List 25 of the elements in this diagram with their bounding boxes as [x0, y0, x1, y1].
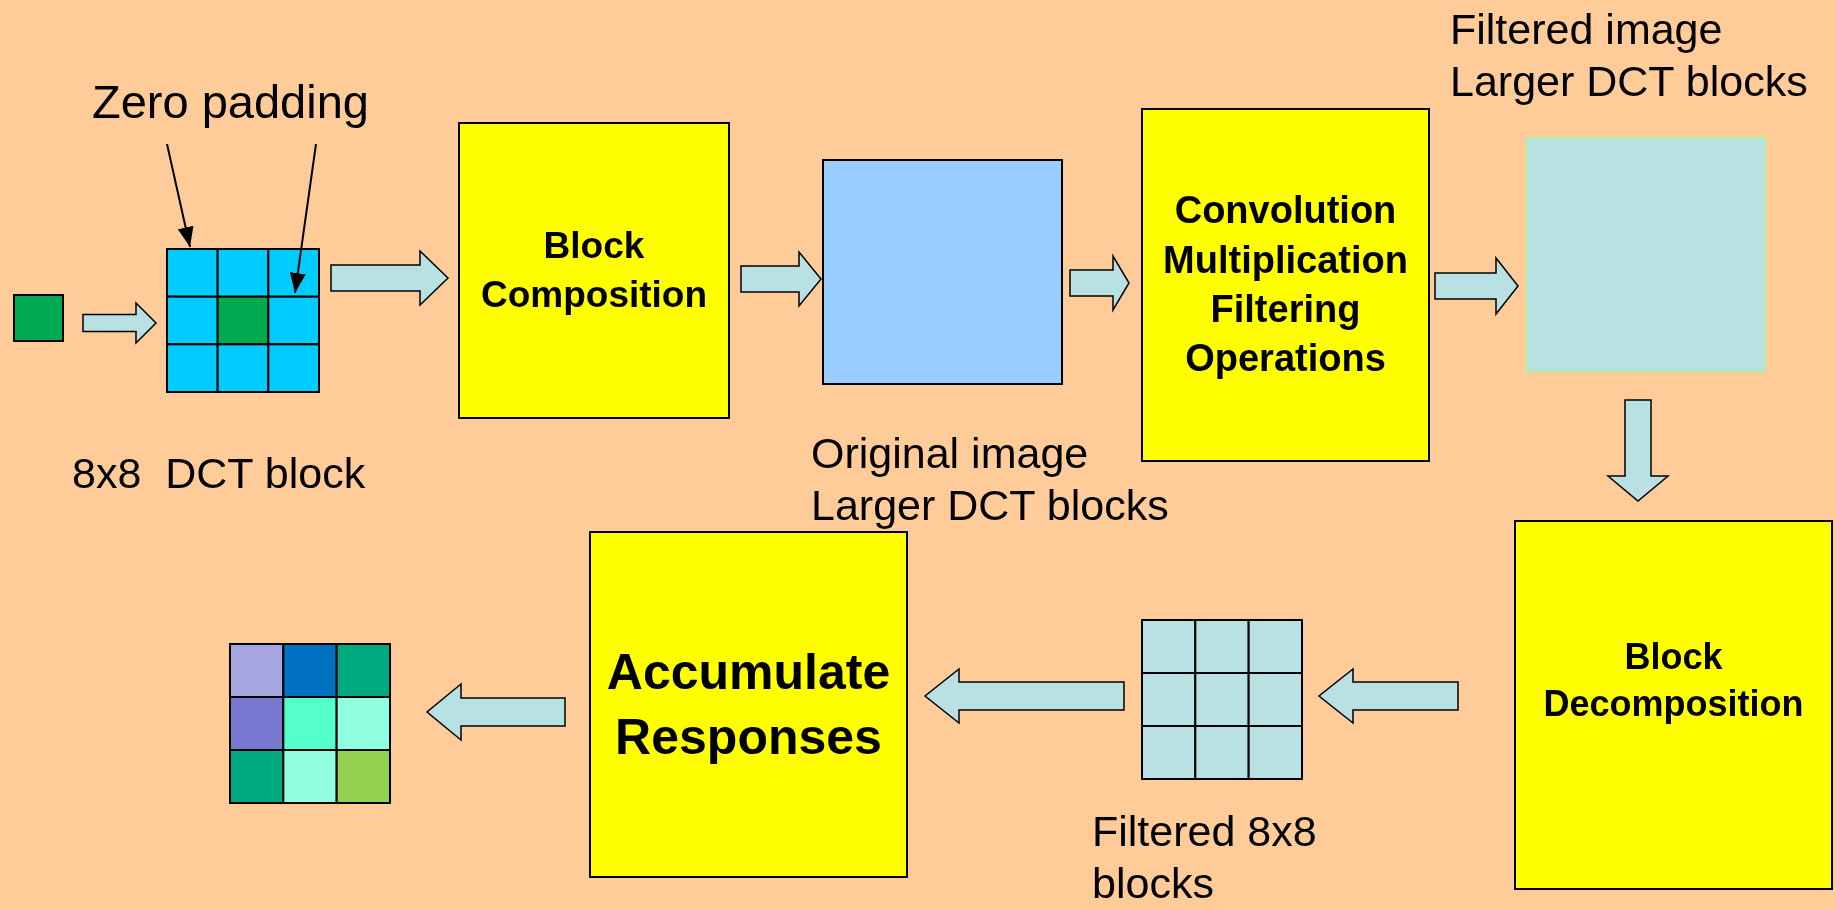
- image-block: [822, 159, 1063, 385]
- process-box: Block Composition: [458, 122, 730, 419]
- process-box: Convolution Multiplication Filtering Operations: [1141, 108, 1430, 462]
- square-block: [13, 294, 64, 342]
- block-arrow: [1317, 667, 1459, 725]
- image-block: [1526, 137, 1766, 372]
- process-box: Accumulate Responses: [589, 531, 908, 878]
- block-arrow: [1434, 255, 1519, 317]
- block-arrow: [740, 249, 822, 309]
- caption-text: Filtered image Larger DCT blocks: [1450, 4, 1809, 107]
- filtered-block-grid: [1141, 619, 1303, 780]
- caption-text: Filtered 8x8 blocks: [1092, 806, 1318, 909]
- leader-line: [289, 143, 317, 294]
- block-arrow: [923, 667, 1125, 725]
- block-arrow: [1069, 253, 1130, 313]
- block-arrow: [82, 301, 158, 345]
- zero-padding-label: Zero padding: [92, 74, 422, 144]
- block-arrow: [425, 682, 566, 742]
- block-arrow: [1605, 399, 1671, 502]
- block-arrow: [330, 249, 450, 307]
- caption-text: 8x8 DCT block: [72, 448, 367, 499]
- padded-block-grid: [166, 248, 320, 393]
- leader-line: [166, 143, 194, 248]
- process-box: Block Decomposition: [1514, 520, 1833, 890]
- output-block-grid: [229, 643, 391, 804]
